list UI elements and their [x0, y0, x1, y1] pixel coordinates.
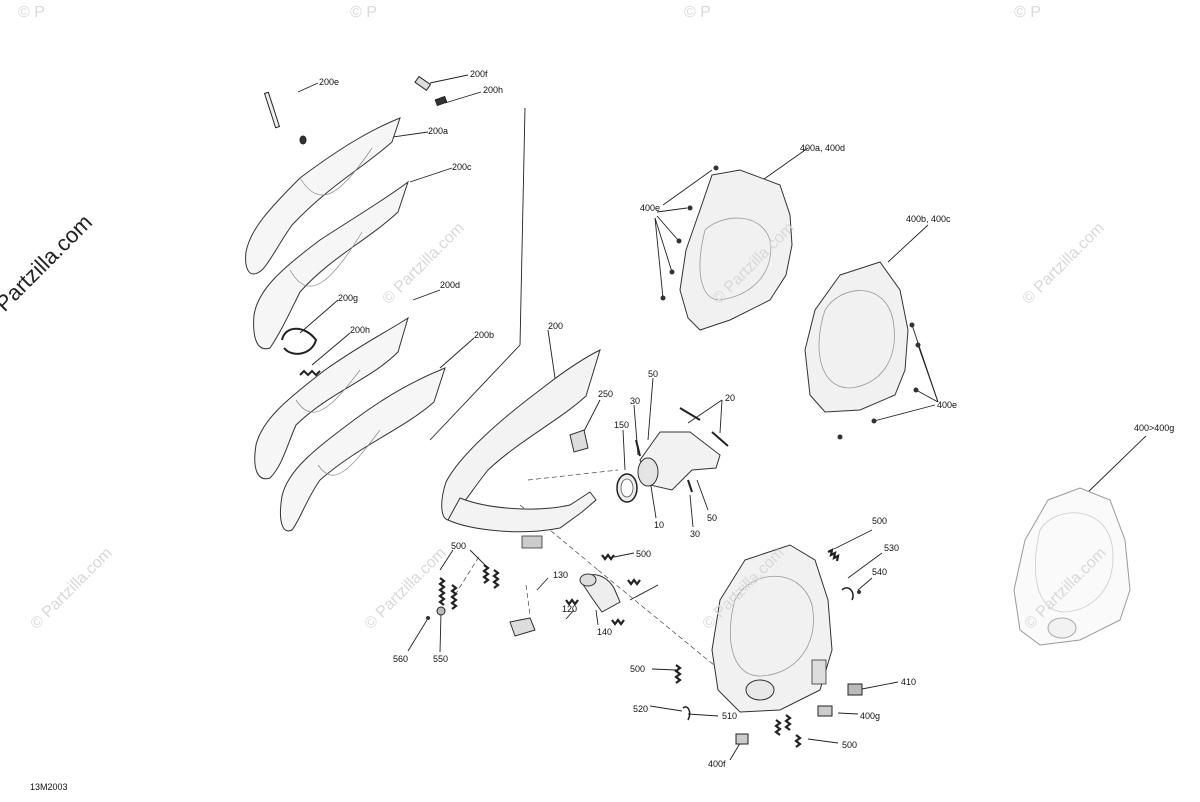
- callout-label: 200b: [474, 330, 495, 340]
- callout-label: 410: [901, 677, 917, 687]
- watermark-partial: © P: [350, 4, 377, 21]
- callout-label: 20: [725, 393, 736, 403]
- callout-label: 400a, 400d: [800, 143, 846, 153]
- callout-label: 500: [630, 664, 646, 674]
- callout-label: 400f: [708, 759, 726, 769]
- part-200b-muffler: [279, 367, 446, 532]
- part-540-screw: [857, 590, 861, 594]
- callout-label: 250: [598, 389, 614, 399]
- part-200-muffler-assembly: [441, 349, 601, 521]
- callout-label: 150: [614, 420, 630, 430]
- part-410-connector: [847, 683, 863, 696]
- callout-label: 550: [433, 654, 449, 664]
- callout-label: 30: [630, 396, 641, 406]
- part-200e-rod: [263, 91, 307, 145]
- part-400f-block: [735, 733, 749, 745]
- part-530-clip: [841, 587, 854, 601]
- figure-code: 13M2003: [30, 782, 68, 792]
- callout-label: 500: [872, 516, 888, 526]
- callout-label: 200h: [483, 85, 504, 95]
- part-500-springs: [438, 548, 840, 748]
- callout-label: 510: [722, 711, 738, 721]
- part-400a-airbox-cover: [679, 169, 793, 331]
- callout-label: 50: [648, 369, 659, 379]
- part-200a-muffler: [245, 117, 401, 275]
- callout-label: 540: [872, 567, 888, 577]
- callout-label: 200g: [338, 293, 359, 303]
- part-30-bolts: [635, 439, 693, 493]
- part-520-clip: [682, 706, 691, 721]
- part-120-bracket: [509, 617, 536, 637]
- part-200f-clip: [414, 75, 448, 107]
- callout-label: 200a: [428, 126, 449, 136]
- callout-label: 400g: [860, 711, 881, 721]
- callout-label: 200h: [350, 325, 371, 335]
- watermark-partial: © P: [18, 4, 45, 21]
- callout-label: 200e: [319, 77, 340, 87]
- part-200h-spring: [299, 369, 321, 377]
- callout-label: 130: [553, 570, 569, 580]
- part-250-bracket: [569, 429, 589, 453]
- callout-label: 200c: [452, 162, 472, 172]
- part-20-studs: [679, 407, 729, 447]
- part-200c-muffler: [253, 180, 409, 350]
- part-400g-block: [817, 705, 833, 717]
- part-400b-airbox: [804, 261, 909, 413]
- callout-label: 10: [654, 520, 665, 530]
- callout-label: 200f: [470, 69, 488, 79]
- part-400e-fasteners-left: [660, 165, 719, 301]
- callout-label: 500: [842, 740, 858, 750]
- callout-label: 50: [707, 513, 718, 523]
- callout-label: 400>400g: [1134, 423, 1175, 433]
- part-10-manifold: [639, 431, 721, 491]
- callout-label: 400b, 400c: [906, 214, 951, 224]
- part-560-screw: [426, 616, 430, 620]
- watermark-partial: © P: [1014, 4, 1041, 21]
- part-400e-fasteners-right: [837, 322, 921, 440]
- callout-label: 560: [393, 654, 409, 664]
- callout-label: 500: [636, 549, 652, 559]
- part-200d-muffler: [254, 316, 409, 480]
- callout-label: 200d: [440, 280, 461, 290]
- callout-label: 520: [633, 704, 649, 714]
- part-550-grommet: [436, 606, 446, 616]
- part-400-airbox-assembly: [1013, 487, 1131, 646]
- callout-label: 200: [548, 321, 564, 331]
- callout-label: 400e: [937, 400, 958, 410]
- callout-label: 530: [884, 543, 900, 553]
- watermark-partial: © P: [684, 4, 711, 21]
- callout-label: 140: [597, 627, 613, 637]
- part-200-pipe: [447, 491, 597, 533]
- callout-label: 500: [451, 541, 467, 551]
- part-airbox-lower: [711, 544, 833, 713]
- callout-label: 120: [562, 604, 578, 614]
- callout-label: 30: [690, 529, 701, 539]
- part-200g-ring: [281, 327, 318, 355]
- callout-label: 400e: [640, 203, 661, 213]
